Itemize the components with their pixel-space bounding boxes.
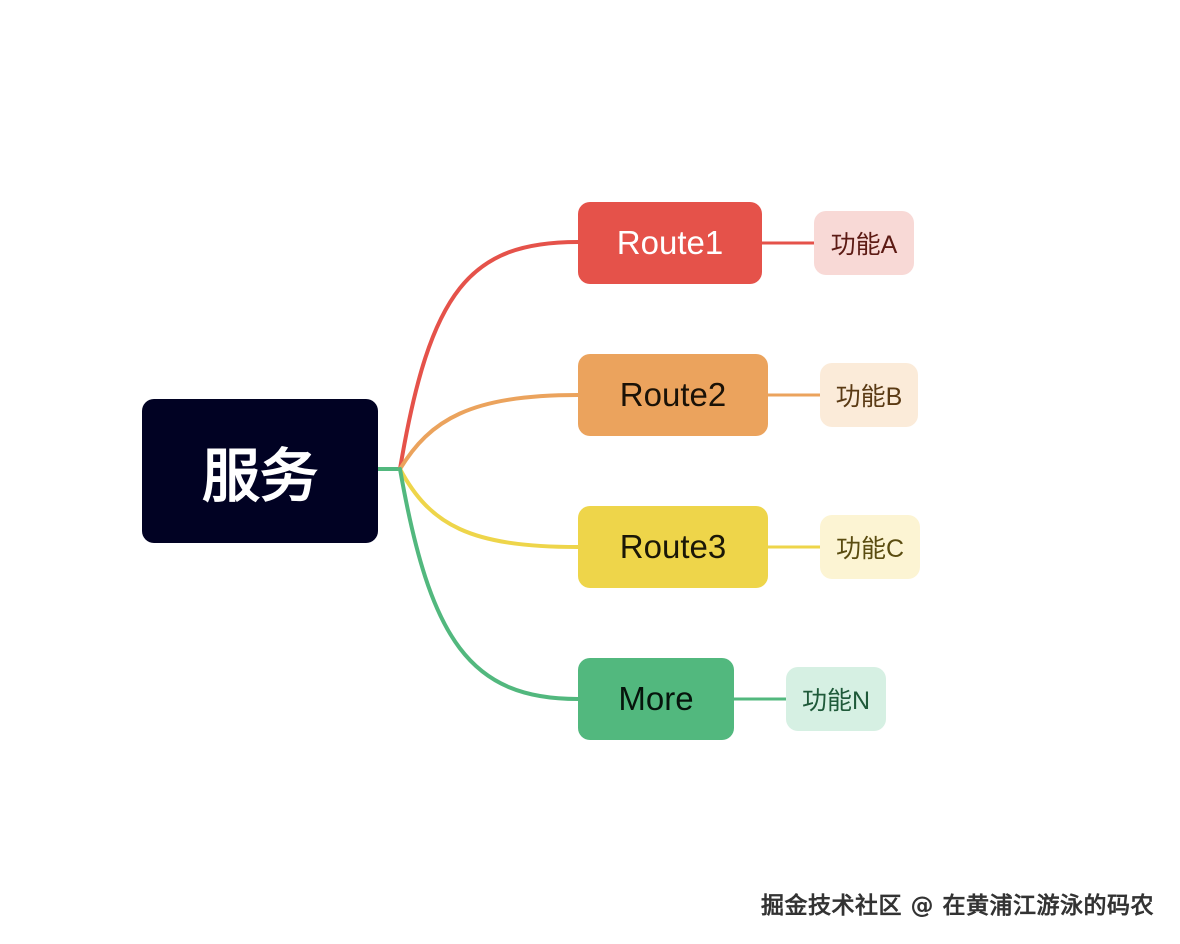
branch-node-label: More <box>618 680 694 717</box>
feature-node-b[interactable]: 功能B <box>820 363 918 427</box>
feature-node-c[interactable]: 功能C <box>820 515 920 579</box>
connector-root-route2 <box>398 393 580 471</box>
connector-root-route1 <box>398 240 580 471</box>
watermark-text: 掘金技术社区 @ 在黄浦江游泳的码农 <box>760 893 1154 919</box>
feature-node-a[interactable]: 功能A <box>814 211 914 275</box>
branch-node-route1[interactable]: Route1 <box>578 202 762 284</box>
branch-node-label: Route3 <box>619 528 727 565</box>
feature-node-label: 功能A <box>830 231 898 259</box>
feature-node-label: 功能B <box>835 383 903 411</box>
feature-node-label: 功能N <box>801 687 871 715</box>
feature-node-n[interactable]: 功能N <box>786 667 886 731</box>
connector-root-more <box>398 467 580 701</box>
connector-root-route3 <box>398 467 580 549</box>
branch-node-more[interactable]: More <box>578 658 734 740</box>
feature-node-label: 功能C <box>835 535 905 563</box>
branch-node-route3[interactable]: Route3 <box>578 506 768 588</box>
root-node-label: 服务 <box>201 442 318 510</box>
root-node-service[interactable]: 服务 <box>142 399 378 543</box>
branch-node-label: Route2 <box>619 376 727 413</box>
branch-node-label: Route1 <box>616 224 724 261</box>
branch-node-route2[interactable]: Route2 <box>578 354 768 436</box>
